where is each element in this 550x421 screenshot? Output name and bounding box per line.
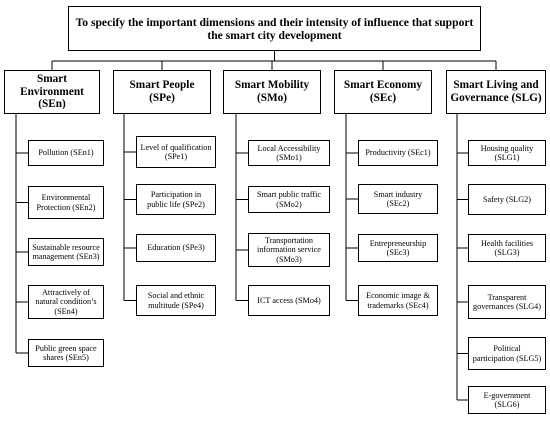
root-objective-box: To specify the important dimensions and … [68, 6, 481, 51]
indicator-slg6: E-government (SLG6) [468, 386, 546, 414]
indicator-sec1: Productivity (SEc1) [358, 140, 438, 166]
indicator-sec2: Smart industry (SEc2) [358, 184, 438, 214]
indicator-sec3: Entrepreneurship (SEc3) [358, 234, 438, 262]
indicator-sen5: Public green space shares (SEn5) [28, 339, 104, 367]
indicator-sen3: Sustainable resource management (SEn3) [28, 238, 104, 266]
indicator-spe3: Education (SPe3) [136, 234, 216, 262]
indicator-slg1: Housing quality (SLG1) [468, 140, 546, 166]
dimension-smart-mobility: Smart Mobility (SMo) [223, 70, 321, 114]
indicator-spe2: Participation in public life (SPe2) [136, 184, 216, 215]
indicator-spe4: Social and ethnic multitude (SPe4) [136, 285, 216, 316]
indicator-slg4: Transparent governances (SLG4) [468, 285, 546, 319]
dimension-smart-people: Smart People (SPe) [113, 70, 211, 114]
indicator-smo2: Smart public traffic (SMo2) [248, 186, 330, 213]
dimension-smart-environment: Smart Environment (SEn) [4, 70, 100, 114]
indicator-slg5: Political participation (SLG5) [468, 337, 546, 370]
indicator-slg2: Safety (SLG2) [468, 184, 546, 215]
dimension-smart-living-governance: Smart Living and Governance (SLG) [446, 70, 546, 114]
indicator-sen2: Environmental Protection (SEn2) [28, 186, 104, 219]
dimension-smart-economy: Smart Economy (SEc) [334, 70, 432, 114]
indicator-slg3: Health facilities (SLG3) [468, 234, 546, 262]
indicator-sec4: Economic image & trademarks (SEc4) [358, 285, 438, 316]
indicator-sen1: Pollution (SEn1) [28, 140, 104, 166]
indicator-smo3: Transportation information service (SMo3… [248, 233, 330, 267]
indicator-smo4: ICT access (SMo4) [248, 285, 330, 316]
indicator-spe1: Level of qualification (SPe1) [136, 136, 216, 168]
indicator-smo1: Local Accessibility (SMo1) [248, 140, 330, 166]
indicator-sen4: Attractively of natural condition’s (SEn… [28, 285, 104, 319]
